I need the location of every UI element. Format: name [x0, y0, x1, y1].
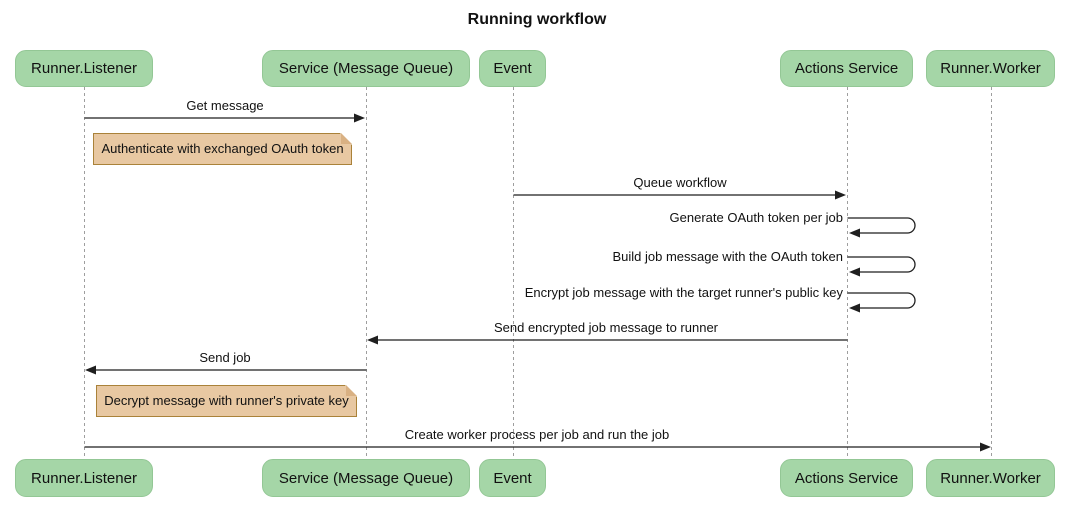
actor-label: Runner.Worker [940, 60, 1041, 77]
message-label-build-job-message: Build job message with the OAuth token [612, 249, 843, 264]
actor-label: Service (Message Queue) [278, 60, 454, 77]
actor-label: Actions Service [794, 60, 899, 77]
message-label-generate-oauth-token: Generate OAuth token per job [669, 210, 843, 225]
message-label-create-worker-process: Create worker process per job and run th… [404, 427, 670, 442]
actor-label: Event [493, 60, 532, 77]
actor-label: Runner.Worker [940, 469, 1041, 487]
message-label-encrypt-job-message: Encrypt job message with the target runn… [524, 285, 843, 300]
actor-top-runner-listener: Runner.Listener [15, 50, 153, 87]
actor-top-event: Event [479, 50, 546, 87]
actor-bottom-event: Event [479, 459, 546, 497]
message-label-get-message: Get message [186, 98, 264, 113]
arrow-create-worker-process [84, 442, 991, 452]
actor-bottom-runner-listener: Runner.Listener [15, 459, 153, 497]
actor-label: Service (Message Queue) [278, 469, 454, 487]
actor-top-actions-service: Actions Service [780, 50, 913, 87]
message-label-queue-workflow: Queue workflow [633, 175, 727, 190]
diagram-title: Running workflow [467, 11, 607, 28]
actor-bottom-runner-worker: Runner.Worker [926, 459, 1055, 497]
self-loop-build-job-message [847, 256, 916, 277]
actor-bottom-actions-service: Actions Service [780, 459, 913, 497]
message-label-send-encrypted-job-message: Send encrypted job message to runner [493, 320, 719, 335]
arrow-get-message [84, 113, 365, 123]
actor-bottom-service-message-queue: Service (Message Queue) [262, 459, 470, 497]
message-label-send-job: Send job [199, 350, 251, 365]
self-loop-encrypt-job-message [847, 292, 916, 313]
self-loop-generate-oauth-token [847, 217, 916, 238]
arrow-queue-workflow [513, 190, 846, 200]
actor-label: Actions Service [794, 469, 899, 487]
arrow-send-job [85, 365, 367, 375]
actor-top-service-message-queue: Service (Message Queue) [262, 50, 470, 87]
actor-top-runner-worker: Runner.Worker [926, 50, 1055, 87]
actor-label: Runner.Listener [31, 469, 137, 487]
note-authenticate-oauth: Authenticate with exchanged OAuth token [93, 133, 352, 165]
actor-label: Runner.Listener [31, 60, 137, 77]
arrow-send-encrypted-job-message [367, 335, 848, 345]
actor-label: Event [493, 469, 532, 487]
note-decrypt-private-key: Decrypt message with runner's private ke… [96, 385, 357, 417]
